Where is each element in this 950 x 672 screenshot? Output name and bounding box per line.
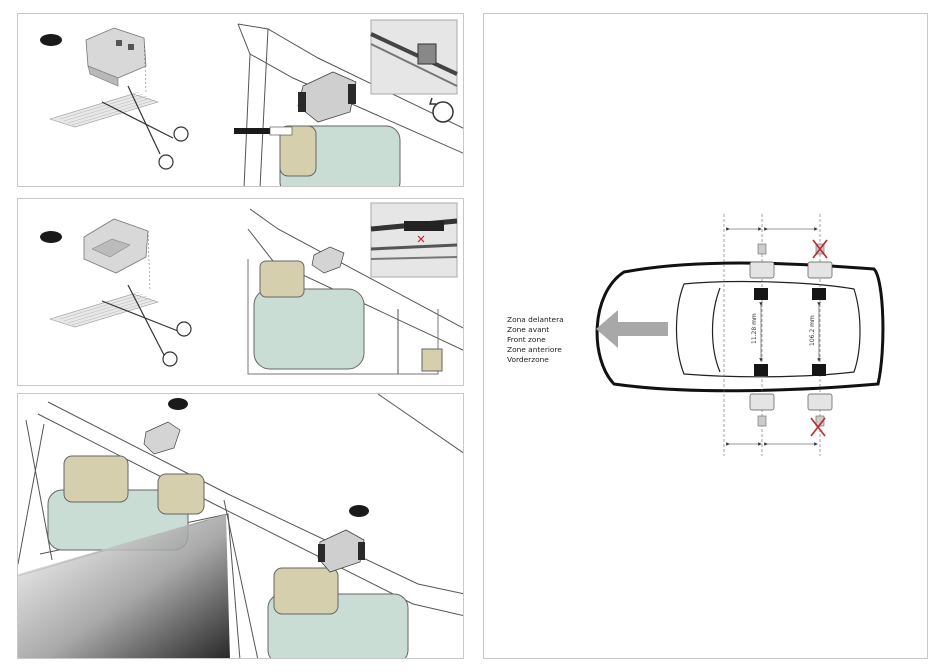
sticker-label [270,127,292,135]
front-bar-dimension: 11.28 mm [751,313,758,344]
mount-pad-icon [84,219,150,291]
step-panel-2 [17,198,464,386]
mount-pad-on-roof [318,530,365,572]
front-seat [268,568,408,659]
rear-bar-dimension: 106.2 mm [809,315,816,346]
step-badge [40,34,62,46]
front-zone-labels: Zona delantera Zone avant Front zone Zon… [507,315,564,365]
inset-photo-1 [371,20,457,94]
mount-pad-on-roof [144,422,180,454]
refresh-icon [430,98,453,122]
step-2-illustration [18,199,464,386]
cut-mat-icon [50,292,158,327]
zone-label-it: Zone anteriore [507,345,564,355]
zone-label-de: Vorderzone [507,355,564,365]
guide-lines [724,214,820,456]
step-panel-1 [17,13,464,187]
scissors-icon [102,285,191,366]
step-badge [349,505,369,517]
zone-label-en: Front zone [507,335,564,345]
step-badge [40,231,62,243]
zone-label-fr: Zone avant [507,325,564,335]
mount-pad-on-roof [312,247,344,273]
mount-pad-on-roof [298,72,356,122]
sticker-strip [234,128,270,134]
car-cabin [677,282,861,377]
direction-arrow-icon [596,310,668,348]
step-panel-3 [17,393,464,659]
step-badge [168,398,188,410]
zone-label-es: Zona delantera [507,315,564,325]
inset-photo-2 [371,203,457,277]
step-1-illustration [18,14,464,187]
mount-pad-icon [86,28,146,92]
spacing-arrows [728,229,816,444]
step-3-illustration [18,394,464,659]
